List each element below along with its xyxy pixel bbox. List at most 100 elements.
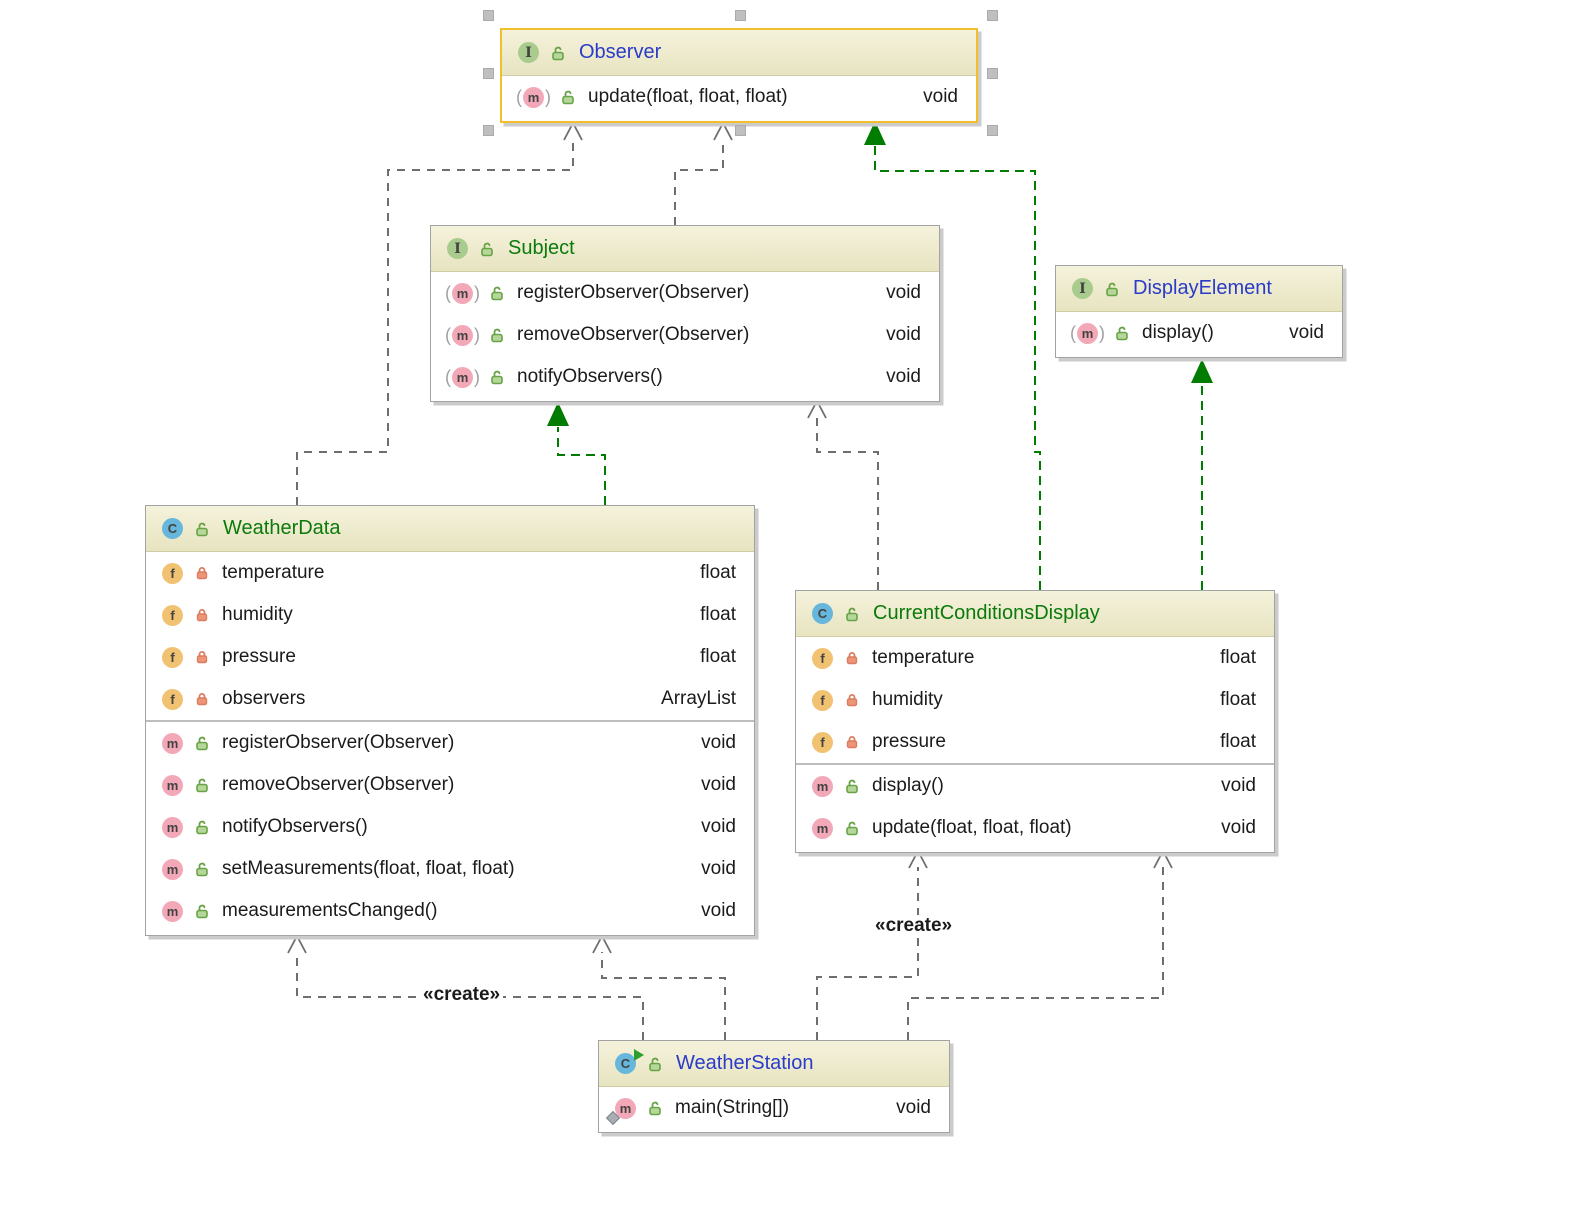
method-row[interactable]: m display() void: [1056, 312, 1342, 354]
node-header[interactable]: I Observer: [502, 30, 976, 76]
class-node-observer[interactable]: I Observer m update(float, float, float)…: [500, 28, 978, 123]
method-return-type: void: [896, 1097, 931, 1118]
class-node-currentconditionsdisplay[interactable]: C CurrentConditionsDisplay f temperature…: [795, 590, 1275, 853]
interface-icon: I: [516, 42, 541, 63]
node-header[interactable]: C WeatherStation: [599, 1041, 949, 1087]
edge-ccd-implements-observer[interactable]: [874, 146, 1041, 590]
method-row[interactable]: m removeObserver(Observer) void: [431, 314, 939, 356]
edge-weatherstation-create-ccd[interactable]: [816, 867, 919, 1040]
node-title: DisplayElement: [1133, 277, 1272, 299]
public-visibility-icon: [560, 89, 576, 105]
method-row[interactable]: m removeObserver(Observer) void: [146, 764, 754, 806]
field-row[interactable]: f observers ArrayList: [146, 678, 754, 720]
method-row[interactable]: m notifyObservers() void: [146, 806, 754, 848]
method-name: notifyObservers(): [517, 366, 663, 387]
selection-handle[interactable]: [483, 125, 494, 136]
field-type: float: [700, 562, 736, 583]
method-icon: m: [810, 775, 835, 797]
private-visibility-icon: [844, 650, 860, 666]
edge-weatherdata-implements-subject[interactable]: [557, 427, 606, 505]
method-return-type: void: [701, 900, 736, 921]
public-visibility-icon: [844, 606, 860, 622]
method-row[interactable]: m display() void: [796, 765, 1274, 807]
field-name: observers: [222, 688, 306, 709]
edge-weatherstation-ccd[interactable]: [907, 867, 1164, 1040]
node-header[interactable]: I Subject: [431, 226, 939, 272]
public-visibility-icon: [489, 327, 505, 343]
field-name: humidity: [222, 604, 293, 625]
public-visibility-icon: [647, 1056, 663, 1072]
method-row[interactable]: m registerObserver(Observer) void: [146, 722, 754, 764]
private-visibility-icon: [194, 649, 210, 665]
field-row[interactable]: f humidity float: [146, 594, 754, 636]
selection-handle[interactable]: [987, 10, 998, 21]
abstract-method-icon: m: [1070, 322, 1105, 344]
dependency-arrowhead: [908, 849, 928, 869]
class-node-weatherdata[interactable]: C WeatherData f temperature float f humi…: [145, 505, 755, 936]
dependency-arrowhead: [713, 121, 733, 141]
public-visibility-icon: [194, 861, 210, 877]
field-row[interactable]: f temperature float: [146, 552, 754, 594]
selection-handle[interactable]: [987, 68, 998, 79]
method-name: update(float, float, float): [872, 817, 1072, 838]
field-row[interactable]: f temperature float: [796, 637, 1274, 679]
selection-handle[interactable]: [483, 68, 494, 79]
field-icon: f: [810, 689, 835, 711]
class-node-displayelement[interactable]: I DisplayElement m display() void: [1055, 265, 1343, 358]
method-row[interactable]: m registerObserver(Observer) void: [431, 272, 939, 314]
selection-handle[interactable]: [987, 125, 998, 136]
node-header[interactable]: I DisplayElement: [1056, 266, 1342, 312]
method-return-type: void: [886, 324, 921, 345]
field-row[interactable]: f pressure float: [796, 721, 1274, 763]
public-visibility-icon: [194, 777, 210, 793]
field-row[interactable]: f humidity float: [796, 679, 1274, 721]
field-icon: f: [160, 688, 185, 710]
create-edge-label: «create»: [420, 984, 504, 1006]
field-name: humidity: [872, 689, 943, 710]
method-row[interactable]: m update(float, float, float) void: [796, 807, 1274, 849]
class-node-weatherstation[interactable]: C WeatherStation m main(String[]) void: [598, 1040, 950, 1133]
node-header[interactable]: C CurrentConditionsDisplay: [796, 591, 1274, 637]
method-name: setMeasurements(float, float, float): [222, 858, 515, 879]
method-return-type: void: [923, 86, 958, 107]
edge-weatherstation-weatherdata[interactable]: [601, 952, 726, 1040]
public-visibility-icon: [489, 369, 505, 385]
public-visibility-icon: [194, 903, 210, 919]
field-type: float: [1220, 689, 1256, 710]
node-title: Observer: [579, 41, 662, 63]
field-row[interactable]: f pressure float: [146, 636, 754, 678]
dependency-arrowhead: [287, 934, 307, 954]
node-header[interactable]: C WeatherData: [146, 506, 754, 552]
selection-handle[interactable]: [735, 10, 746, 21]
runnable-class-icon: C: [613, 1049, 644, 1074]
method-icon: m: [160, 816, 185, 838]
interface-icon: I: [445, 238, 470, 259]
edge-subject-observer[interactable]: [674, 139, 724, 225]
method-row[interactable]: m update(float, float, float) void: [502, 76, 976, 118]
field-type: float: [700, 646, 736, 667]
selection-handle[interactable]: [483, 10, 494, 21]
public-visibility-icon: [844, 820, 860, 836]
public-visibility-icon: [1104, 281, 1120, 297]
edge-ccd-subject[interactable]: [816, 417, 879, 590]
dependency-arrowhead: [592, 934, 612, 954]
edge-weatherdata-observer[interactable]: [296, 139, 574, 505]
selection-handle[interactable]: [735, 125, 746, 136]
static-method-icon: m: [605, 1097, 638, 1125]
public-visibility-icon: [550, 45, 566, 61]
method-row[interactable]: m notifyObservers() void: [431, 356, 939, 398]
class-icon: C: [160, 518, 185, 539]
method-row[interactable]: m setMeasurements(float, float, float) v…: [146, 848, 754, 890]
node-title: WeatherData: [223, 517, 341, 539]
method-icon: m: [160, 858, 185, 880]
class-node-subject[interactable]: I Subject m registerObserver(Observer) v…: [430, 225, 940, 402]
method-row[interactable]: m main(String[]) void: [599, 1087, 949, 1129]
private-visibility-icon: [194, 565, 210, 581]
field-type: ArrayList: [661, 688, 736, 709]
method-row[interactable]: m measurementsChanged() void: [146, 890, 754, 932]
create-edge-label: «create»: [872, 915, 956, 937]
field-name: temperature: [222, 562, 325, 583]
private-visibility-icon: [194, 691, 210, 707]
abstract-method-icon: m: [445, 324, 480, 346]
